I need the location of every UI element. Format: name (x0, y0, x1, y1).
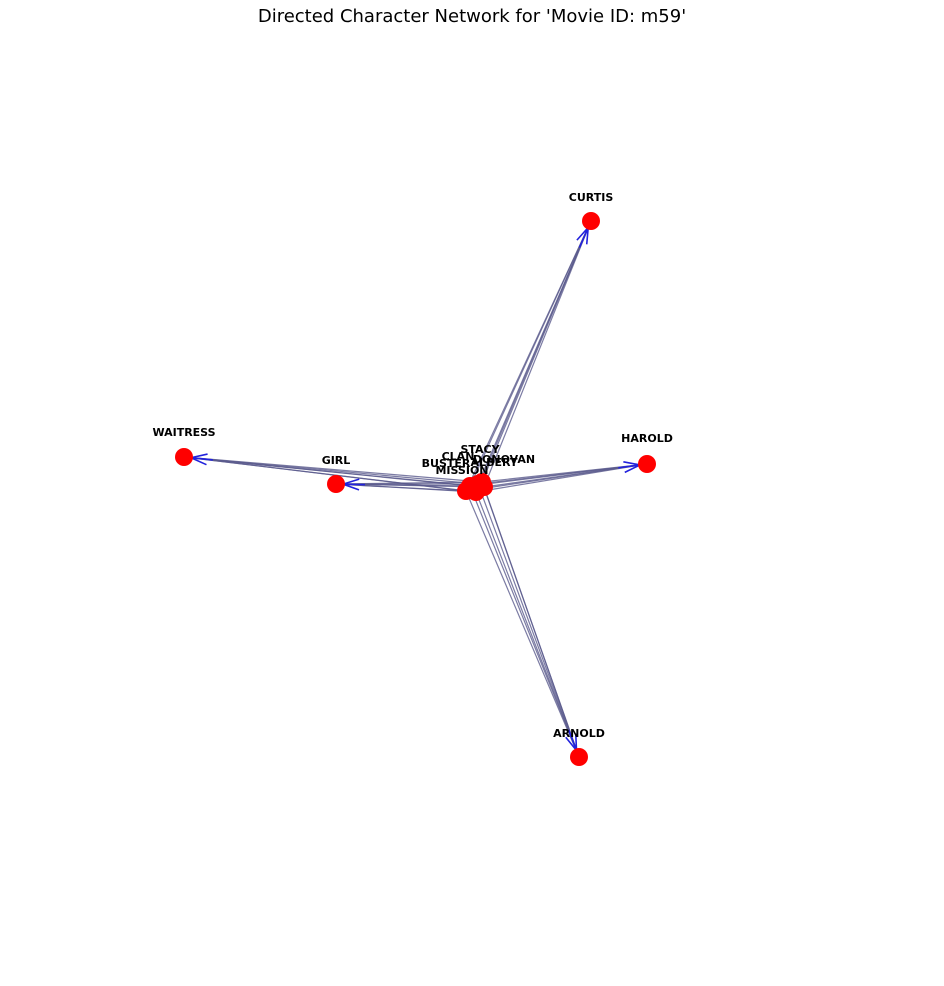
edge-center1-to-arnold (469, 485, 580, 758)
node-arnold (570, 748, 588, 766)
node-label-center3: ALBERT (471, 456, 518, 469)
node-label-center1: CLAN (442, 450, 475, 463)
arrowhead-girl (340, 478, 366, 491)
node-harold (638, 455, 656, 473)
node-waitress (175, 448, 193, 466)
node-girl (327, 475, 345, 493)
chart-title: Directed Character Network for 'Movie ID… (257, 6, 687, 27)
edge-mission-to-harold (475, 463, 648, 493)
edge-center3-to-curtis (477, 220, 592, 485)
node-label-harold: HAROLD (621, 432, 673, 445)
arrowhead-waitress (188, 453, 213, 466)
edge-mission-to-girl (335, 483, 477, 493)
edge-center2-to-arnold (483, 486, 580, 758)
edge-center1-to-curtis (469, 220, 592, 487)
node-label-waitress: WAITRESS (152, 426, 215, 439)
node-curtis (582, 212, 600, 230)
edge-center3-to-arnold (477, 483, 580, 758)
node-label-curtis: CURTIS (569, 191, 614, 204)
arrowhead-harold (618, 460, 643, 474)
labels-layer: CURTIS WAITRESS GIRL HAROLD ARNOLD BUSTERMISS… (152, 191, 672, 740)
edge-center2-to-curtis (483, 220, 592, 488)
edge-center3-to-waitress (183, 456, 479, 485)
node-label-girl: GIRL (322, 454, 351, 467)
node-label-mission: MISSION (435, 464, 488, 477)
node-label-stacy: STACY (460, 443, 500, 456)
node-center3 (469, 475, 487, 493)
edge-buster-to-arnold (465, 490, 580, 758)
node-label-center2: DONOVAN (473, 453, 535, 466)
nodes-layer (175, 212, 656, 766)
node-label-arnold: ARNOLD (553, 727, 605, 740)
node-label-buster: BUSTER (422, 457, 471, 470)
edges-layer (183, 220, 648, 758)
arrowhead-curtis (576, 225, 590, 248)
